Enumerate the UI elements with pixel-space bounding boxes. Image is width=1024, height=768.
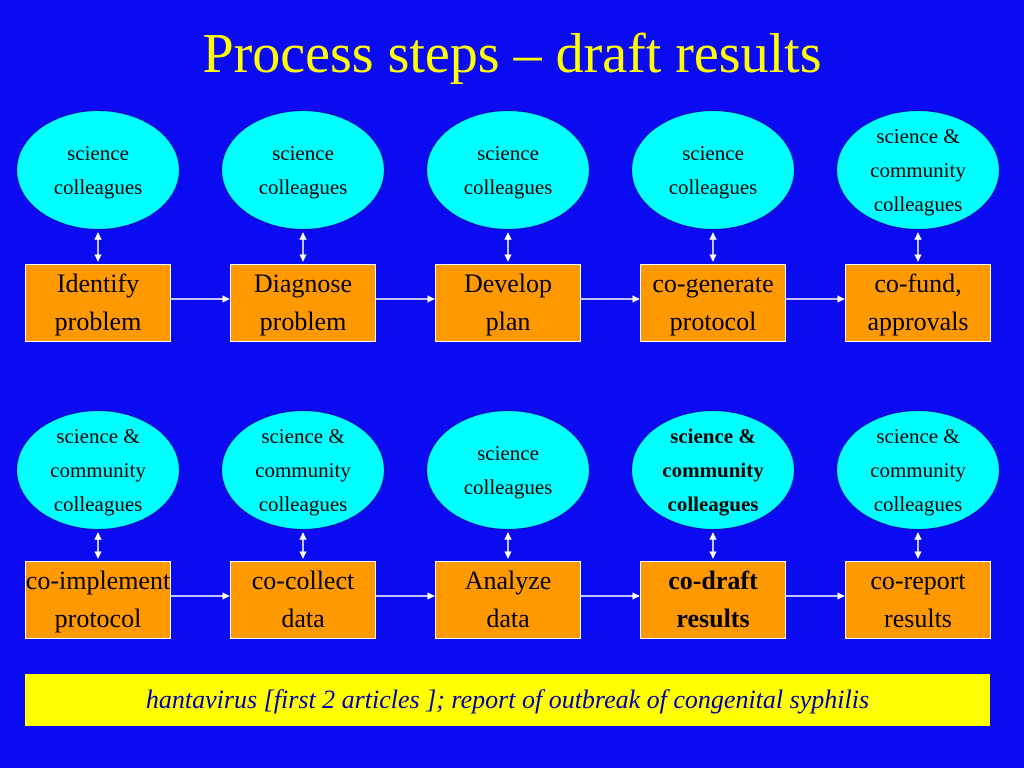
slide-title: Process steps – draft results <box>202 23 822 85</box>
process-step-box: Identify problem <box>25 264 171 342</box>
ellipse-label-line: community <box>255 458 351 482</box>
step-label-line: data <box>281 604 325 633</box>
ellipse-label-line: science <box>477 141 539 165</box>
step-label-line: problem <box>54 307 142 336</box>
ellipse-label-line: colleagues <box>463 175 553 199</box>
ellipse-label-line: science <box>477 441 539 465</box>
ellipse-label-line: colleagues <box>873 192 963 216</box>
process-step-box: co-generate protocol <box>640 264 786 342</box>
ellipse-label-line: community <box>662 458 764 482</box>
ellipse-label-line: science & <box>876 124 960 148</box>
colleagues-ellipse: science & community colleagues <box>836 410 1000 530</box>
process-step-box: co-fund, approvals <box>845 264 991 342</box>
colleagues-ellipse: science & community colleagues <box>16 410 180 530</box>
process-step-box: Diagnose problem <box>230 264 376 342</box>
ellipse-label-line: science & <box>670 424 756 448</box>
colleagues-ellipse: science colleagues <box>426 410 590 530</box>
process-step-box: Analyze data <box>435 561 581 639</box>
ellipse-label-line: colleagues <box>258 175 348 199</box>
process-step-box: co-draft results <box>640 561 786 639</box>
step-label-line: protocol <box>54 604 142 633</box>
colleagues-ellipse: science & community colleagues <box>221 410 385 530</box>
ellipse-label-line: science & <box>56 424 140 448</box>
step-label-line: co-collect <box>251 566 355 595</box>
ellipse-label-line: colleagues <box>667 492 759 516</box>
step-label-line: co-draft <box>668 566 758 595</box>
ellipse-label-line: colleagues <box>53 175 143 199</box>
step-label-line: data <box>486 604 530 633</box>
step-label-line: Analyze <box>464 566 552 595</box>
ellipse-label-line: science <box>272 141 334 165</box>
process-step-box: Develop plan <box>435 264 581 342</box>
ellipse-label-line: colleagues <box>668 175 758 199</box>
footer-note: hantavirus [first 2 articles ]; report o… <box>25 674 990 726</box>
ellipse-label-line: colleagues <box>53 492 143 516</box>
process-step-box: co-collect data <box>230 561 376 639</box>
step-label-line: protocol <box>669 307 757 336</box>
colleagues-ellipse: science & community colleagues <box>836 110 1000 230</box>
ellipse-label-line: colleagues <box>463 475 553 499</box>
ellipse-label-line: science <box>67 141 129 165</box>
ellipse-label-line: science & <box>261 424 345 448</box>
ellipse-label-line: community <box>870 158 966 182</box>
ellipse-label-line: colleagues <box>873 492 963 516</box>
process-step-box: co-report results <box>845 561 991 639</box>
ellipse-label-line: colleagues <box>258 492 348 516</box>
ellipse-label-line: science & <box>876 424 960 448</box>
step-label-line: co-generate <box>652 269 774 298</box>
ellipse-label-line: community <box>870 458 966 482</box>
step-label-line: results <box>676 604 750 633</box>
ellipse-label-line: science <box>682 141 744 165</box>
step-label-line: co-fund, <box>874 269 962 298</box>
step-label-line: approvals <box>867 307 969 336</box>
colleagues-ellipse: science colleagues <box>426 110 590 230</box>
step-label-line: co-report <box>870 566 966 595</box>
colleagues-ellipse: science colleagues <box>221 110 385 230</box>
step-label-line: co-implement <box>25 566 171 595</box>
process-step-box: co-implement protocol <box>25 561 171 639</box>
colleagues-ellipse: science colleagues <box>631 110 795 230</box>
step-label-line: results <box>884 604 952 633</box>
colleagues-ellipse: science & community colleagues <box>631 410 795 530</box>
ellipse-label-line: community <box>50 458 146 482</box>
step-label-line: problem <box>259 307 347 336</box>
step-label-line: Diagnose <box>253 269 353 298</box>
step-label-line: Identify <box>56 269 140 298</box>
colleagues-ellipse: science colleagues <box>16 110 180 230</box>
step-label-line: Develop <box>463 269 553 298</box>
step-label-line: plan <box>485 307 531 336</box>
